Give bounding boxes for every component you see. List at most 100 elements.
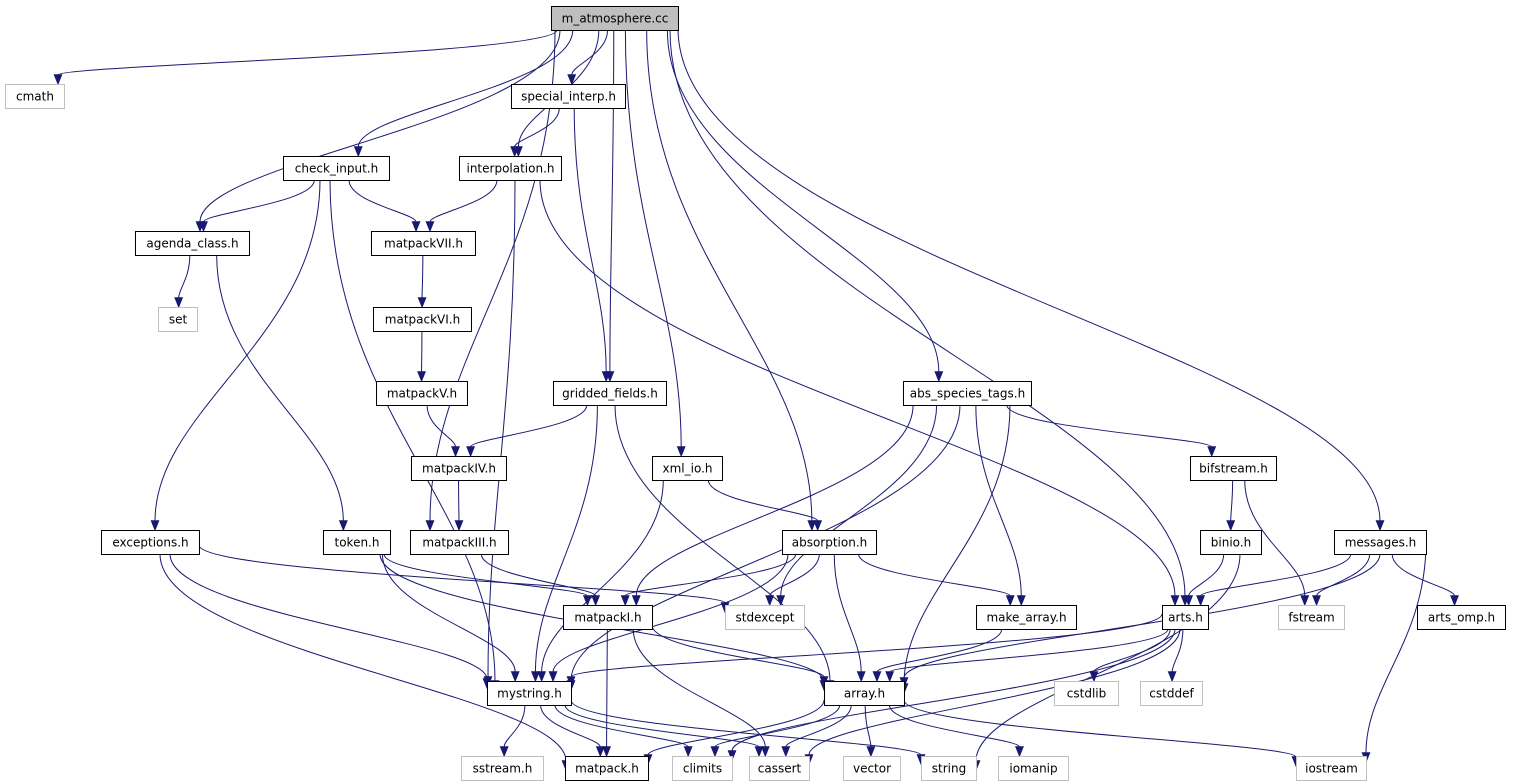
edge-binio-to-arts <box>1184 553 1225 607</box>
edge-absorption-to-stdexcept <box>765 553 820 607</box>
node-interpolation[interactable]: interpolation.h <box>459 156 562 181</box>
edge-line <box>426 404 457 448</box>
node-check-input[interactable]: check_input.h <box>283 156 390 181</box>
arrowhead-icon <box>199 221 208 233</box>
edge-arts-to-array <box>885 628 1169 683</box>
node-arts-omp[interactable]: arts_omp.h <box>1417 605 1506 630</box>
edge-matpackVI-to-matpackV <box>417 330 426 383</box>
edge-line <box>1188 553 1225 597</box>
arrowhead-icon <box>1184 595 1194 607</box>
node-box <box>565 756 649 781</box>
edge-mystring-to-climits <box>554 704 693 758</box>
edge-check_input-to-matpackVII <box>348 179 421 233</box>
node-binio[interactable]: binio.h <box>1200 530 1262 555</box>
node-box <box>1278 605 1345 630</box>
node-bifstream[interactable]: bifstream.h <box>1190 456 1277 481</box>
edge-line <box>975 553 1241 762</box>
edge-mystring-to-cassert <box>564 704 764 758</box>
node-m-atmosphere[interactable]: m_atmosphere.cc <box>551 6 679 31</box>
node-exceptions[interactable]: exceptions.h <box>101 530 200 555</box>
edge-line <box>470 404 588 448</box>
arrowhead-icon <box>683 746 693 758</box>
edge-line <box>57 29 558 76</box>
edge-line <box>554 704 689 748</box>
edge-m_atmosphere-to-absorption <box>646 29 817 532</box>
node-box <box>135 231 250 256</box>
node-label: matpackVII.h <box>384 237 463 251</box>
node-vector: vector <box>843 756 901 781</box>
arrowhead-icon <box>602 746 612 758</box>
node-label: set <box>169 313 188 327</box>
node-string: string <box>921 756 977 781</box>
edge-line <box>714 704 841 748</box>
edge-matpackIII-to-matpackI <box>480 553 601 607</box>
arrowhead-icon <box>582 595 592 607</box>
node-box <box>1054 681 1119 706</box>
edge-line <box>429 29 556 522</box>
edge-m_atmosphere-to-agenda_class <box>195 29 561 233</box>
node-box <box>411 456 507 481</box>
edge-line <box>570 699 922 756</box>
edge-line <box>889 628 1169 673</box>
node-agenda-class[interactable]: agenda_class.h <box>135 231 250 256</box>
node-array[interactable]: array.h <box>824 681 905 706</box>
node-box <box>749 756 810 781</box>
node-iostream: iostream <box>1296 756 1367 781</box>
arrowhead-icon <box>885 671 895 683</box>
node-box <box>459 156 562 181</box>
node-matpackIII[interactable]: matpackIII.h <box>410 530 509 555</box>
node-box <box>511 84 626 109</box>
edge-matpackI-to-matpack <box>602 628 612 758</box>
node-label: xml_io.h <box>662 462 712 476</box>
edge-line <box>858 553 1011 597</box>
node-mystring[interactable]: mystring.h <box>487 681 572 706</box>
node-matpackVI[interactable]: matpackVI.h <box>373 307 472 332</box>
node-matpack[interactable]: matpack.h <box>565 756 649 781</box>
arrowhead-icon <box>1450 595 1459 607</box>
edge-line <box>864 704 872 748</box>
node-messages[interactable]: messages.h <box>1334 530 1427 555</box>
edge-line <box>571 29 609 76</box>
node-token[interactable]: token.h <box>323 530 391 555</box>
node-matpackI[interactable]: matpackI.h <box>563 605 653 630</box>
edge-agenda_class-to-token <box>216 254 348 532</box>
node-label: arts.h <box>1168 611 1203 625</box>
node-label: matpackV.h <box>387 387 457 401</box>
node-arts[interactable]: arts.h <box>1162 605 1209 630</box>
arrowhead-icon <box>1167 671 1177 683</box>
node-box <box>461 756 544 781</box>
node-box <box>5 84 65 109</box>
edge-line <box>651 624 825 678</box>
edge-check_input-to-exceptions <box>150 179 321 532</box>
node-label: string <box>932 762 966 776</box>
node-label: climits <box>683 762 722 776</box>
edge-line <box>903 404 1011 685</box>
edge-arts-to-cstdlib <box>1089 628 1171 683</box>
node-set: set <box>158 307 198 332</box>
node-climits: climits <box>672 756 733 781</box>
edge-line <box>614 404 831 682</box>
node-label: matpackIV.h <box>422 462 496 476</box>
arrowhead-icon <box>548 671 558 683</box>
node-matpackIV[interactable]: matpackIV.h <box>411 456 507 481</box>
node-make-array[interactable]: make_array.h <box>976 605 1077 630</box>
node-absorption[interactable]: absorption.h <box>782 530 877 555</box>
edge-m_atmosphere-to-abs_species_tags <box>666 29 944 383</box>
node-gridded-fields[interactable]: gridded_fields.h <box>553 381 667 406</box>
node-box <box>824 681 905 706</box>
node-xml-io[interactable]: xml_io.h <box>652 456 723 481</box>
edge-line <box>573 107 607 373</box>
node-matpackV[interactable]: matpackV.h <box>376 381 468 406</box>
edge-line <box>632 628 766 748</box>
node-abs-species-tags[interactable]: abs_species_tags.h <box>903 381 1032 406</box>
node-label: cstddef <box>1149 687 1194 701</box>
node-label: token.h <box>335 536 380 550</box>
node-special-interp[interactable]: special_interp.h <box>511 84 626 109</box>
edge-xml_io-to-mystring <box>537 479 664 683</box>
arrowhead-icon <box>601 371 611 383</box>
edge-abs_species_tags-to-mystring <box>566 404 961 692</box>
node-box <box>672 756 733 781</box>
node-matpackVII[interactable]: matpackVII.h <box>371 231 476 256</box>
edge-line <box>429 179 498 223</box>
node-box <box>1162 605 1209 630</box>
